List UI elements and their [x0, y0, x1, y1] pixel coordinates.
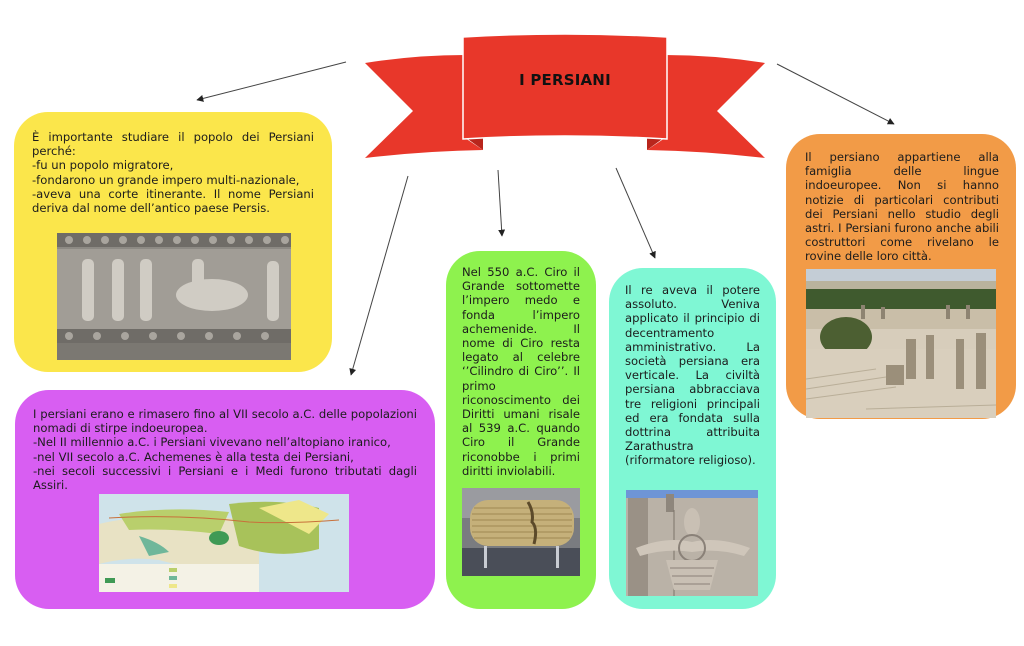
persepolis-image [806, 269, 996, 418]
cyrus-cylinder-image [462, 488, 580, 576]
arrow-to-cyrus [497, 169, 506, 237]
map-image [99, 494, 349, 592]
language-text: Il persiano appartiene alla famiglia del… [805, 150, 999, 264]
cyrus-text: Nel 550 a.C. Ciro il Grande sottomette l… [462, 265, 580, 478]
why-study-text: È importante studiare il popolo dei Pers… [32, 130, 314, 216]
origins-text: I persiani erano e rimasero fino al VII … [33, 407, 417, 493]
arrow-to-language [776, 63, 895, 125]
faravahar-image [626, 490, 758, 596]
government-text: Il re aveva il potere assoluto. Veniva a… [625, 283, 760, 468]
relief-image [57, 233, 291, 360]
ribbon-icon [365, 33, 765, 158]
arrow-to-why-study [196, 61, 347, 102]
page-title: I PERSIANI [519, 71, 611, 89]
arrow-to-origins [349, 175, 409, 376]
arrow-to-government [615, 167, 656, 259]
title-banner: I PERSIANI [355, 33, 775, 173]
